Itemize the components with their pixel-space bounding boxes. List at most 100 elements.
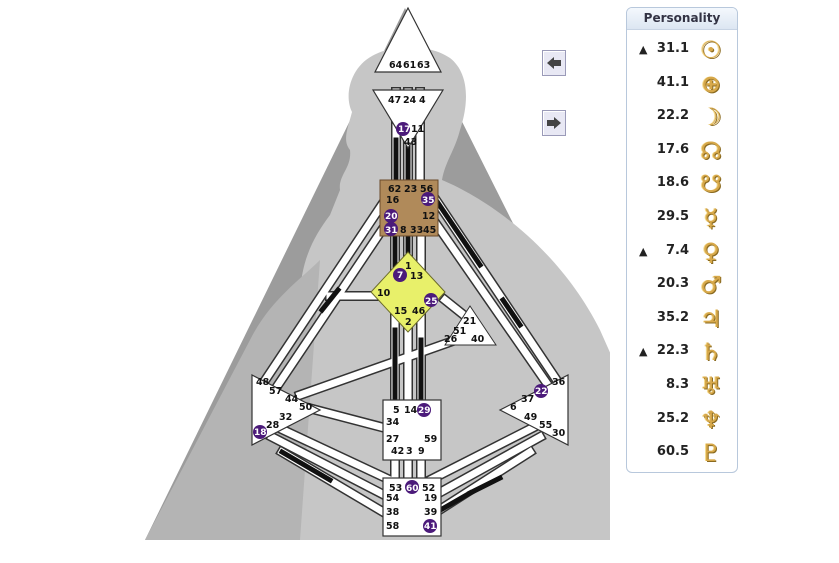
gate-label: 41 (424, 522, 437, 532)
gate-label: 15 (394, 306, 407, 317)
gate-label: 7 (397, 271, 403, 281)
personality-panel: Personality ▲31.1☉41.1⊕22.2☽17.6☊18.6☋29… (626, 7, 738, 473)
gate-label: 62 (388, 184, 401, 195)
gate-label: 51 (453, 326, 466, 337)
gate-marker (423, 519, 437, 533)
gate-line-value: 22.3 (656, 343, 689, 359)
gate-label: 46 (412, 306, 426, 317)
gate-label: 26 (444, 334, 458, 345)
gate-label: 42 (391, 446, 404, 457)
exalted-marker: ▲ (639, 345, 648, 359)
personality-title: Personality (627, 8, 737, 30)
gate-marker (384, 222, 398, 236)
gate-label: 25 (425, 297, 438, 307)
moon-icon: ☽ (700, 103, 722, 132)
gate-label: 40 (471, 334, 485, 345)
gate-label: 33 (410, 225, 423, 236)
arrow-right-icon (547, 117, 561, 129)
spleen-center (251, 374, 322, 446)
gate-line-value: 20.3 (656, 276, 689, 292)
gate-label: 10 (377, 288, 391, 299)
gate-label: 29 (418, 406, 431, 416)
solar-plexus-center (498, 374, 569, 446)
ajna-center (371, 89, 445, 150)
exalted-marker: ▲ (639, 43, 648, 56)
gate-line-value: 35.2 (656, 309, 689, 325)
gate-label: 32 (279, 412, 292, 423)
gate-label: 21 (463, 316, 476, 327)
gate-label: 58 (386, 521, 400, 532)
gate-label: 5 (393, 405, 400, 416)
gate-label: 23 (404, 184, 417, 195)
gate-label: 61 (403, 60, 416, 71)
jupiter-icon: ♃ (700, 304, 722, 333)
gate-label: 22 (535, 387, 548, 397)
gate-marker (424, 293, 438, 307)
gate-label: 38 (386, 507, 400, 518)
gate-label: 50 (299, 402, 313, 413)
gate-label: 53 (389, 483, 402, 494)
gate-line-value: 17.6 (656, 141, 689, 157)
gate-label: 49 (524, 412, 537, 423)
prev-button[interactable] (542, 50, 566, 76)
south-node-icon: ☋ (700, 170, 722, 199)
planet-row: 60.5 ♇ (627, 439, 737, 470)
planet-row: 25.2♆ (627, 406, 737, 437)
throat-center (379, 179, 439, 237)
gate-label: 56 (420, 184, 434, 195)
gate-label: 60 (406, 484, 419, 494)
planet-row: 35.2 ♃ (627, 304, 737, 336)
gate-label: 11 (411, 124, 424, 135)
gate-label: 20 (385, 212, 398, 222)
gate-label: 44 (285, 394, 299, 405)
pluto-icon: ♇ (700, 439, 722, 468)
gate-label: 30 (552, 428, 566, 439)
gate-label: 6 (510, 402, 517, 413)
gate-label: 52 (422, 483, 435, 494)
mars-icon: ♂ (700, 271, 722, 300)
uranus-icon: ♅ (700, 372, 722, 400)
gate-label: 39 (424, 507, 437, 518)
gate-label: 1 (405, 261, 412, 272)
gate-marker (421, 192, 435, 206)
gate-label: 59 (424, 434, 437, 445)
heart-center (444, 305, 497, 346)
gate-marker (534, 384, 548, 398)
sacral-center (382, 399, 442, 461)
gate-line-value: 41.1 (656, 74, 689, 90)
gate-label: 31 (385, 226, 398, 236)
gate-label: 16 (386, 195, 400, 206)
gate-marker (253, 425, 267, 439)
north-node-icon: ☊ (700, 136, 722, 165)
gate-label: 43 (404, 137, 417, 148)
gate-label: 63 (417, 60, 430, 71)
gate-line-value: 31.1 (656, 41, 689, 56)
gate-line-value: 25.2 (656, 410, 689, 426)
gate-label: 57 (269, 386, 282, 397)
gate-line-value: 18.6 (656, 175, 689, 191)
planet-row: 29.5☿ (627, 204, 737, 235)
gate-label: 54 (386, 493, 400, 504)
gate-line-value: 8.3 (665, 377, 689, 392)
gate-label: 17 (398, 125, 411, 135)
gate-line-value: 7.4 (665, 242, 689, 258)
gate-label: 36 (552, 377, 566, 388)
gate-label: 27 (386, 434, 399, 445)
gate-label: 4 (419, 95, 426, 106)
gate-label: 34 (386, 417, 400, 428)
gate-label: 47 (388, 95, 401, 106)
gate-label: 48 (256, 377, 270, 388)
planet-row: ▲7.4♀ (627, 238, 737, 269)
next-button[interactable] (542, 110, 566, 136)
bodygraph: 64 61 63 47 24 4 17 11 43 62 23 56 16 35… (145, 6, 610, 540)
planet-row: 18.6 ☋ (627, 170, 737, 201)
head-center (374, 6, 442, 73)
gate-label: 12 (422, 211, 435, 222)
gate-marker (405, 480, 419, 494)
planet-row: 20.3 ♂ (627, 271, 737, 302)
gate-label: 64 (389, 60, 403, 71)
mercury-icon: ☿ (703, 204, 719, 232)
planet-row: 17.6 ☊ (627, 136, 737, 168)
gate-line-value: 60.5 (656, 444, 689, 460)
gate-label: 19 (424, 493, 437, 504)
